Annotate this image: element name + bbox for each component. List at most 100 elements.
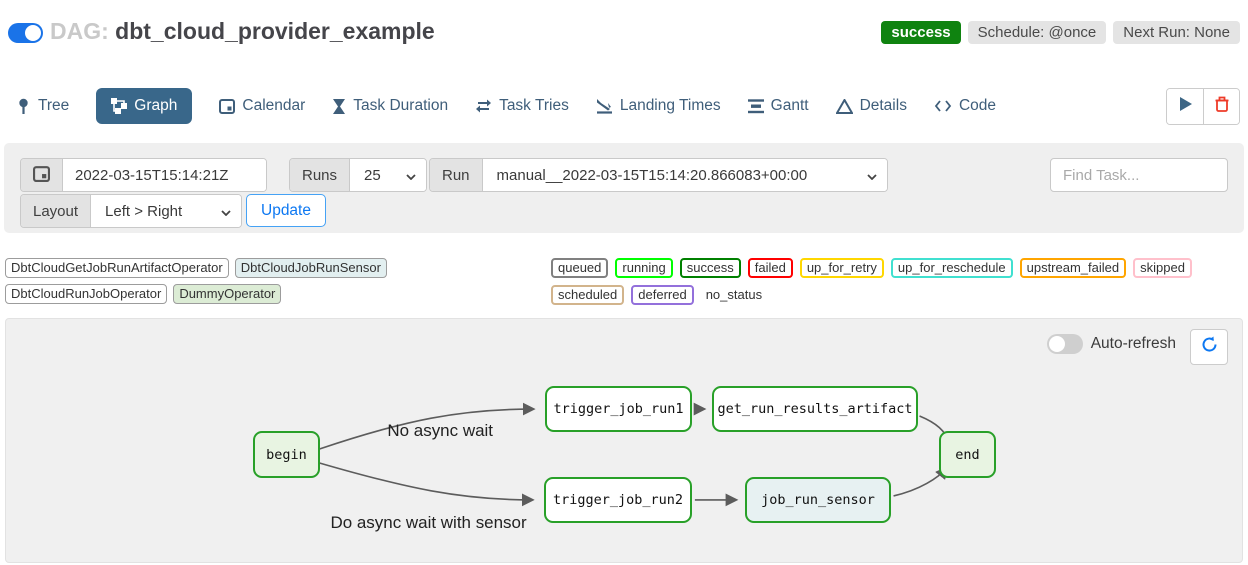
edge-label-do-async-wait: Do async wait with sensor [330,513,527,532]
layout-group: Layout Left > Right [20,194,243,228]
run-select[interactable]: manual__2022-03-15T15:14:20.866083+00:00 [482,159,887,191]
calendar-icon [219,98,236,114]
dag-action-buttons [1166,88,1240,125]
chevron-down-icon [221,203,231,220]
edge-sensor-end [893,465,949,497]
dag-graph-panel: Auto-refresh No async wait Do async wait… [5,318,1243,563]
tab-code[interactable]: Code [934,97,996,115]
edge-begin-trigger1 [319,402,536,450]
plane-landing-icon [596,98,613,114]
tab-details[interactable]: Details [835,97,907,115]
refresh-icon [1201,336,1218,358]
dag-header: DAG: dbt_cloud_provider_example success … [0,0,1248,62]
tab-gantt[interactable]: Gantt [747,97,809,115]
dag-name: dbt_cloud_provider_example [115,18,435,44]
state-badge-up-for-retry: up_for_retry [799,258,884,278]
legend: DbtCloudGetJobRunArtifactOperator DbtClo… [5,258,1243,305]
layout-select[interactable]: Left > Right [91,195,242,227]
tab-calendar[interactable]: Calendar [219,97,305,115]
state-badge-deferred: deferred [631,285,694,305]
task-node-trigger-job-run2[interactable]: trigger_job_run2 [544,477,692,523]
tab-task-duration[interactable]: Task Duration [332,97,448,115]
state-legend: queued running success failed up_for_ret… [551,258,1243,305]
delete-dag-button[interactable] [1203,89,1239,124]
trigger-dag-button[interactable] [1167,89,1203,124]
tab-label: Code [958,97,997,114]
tree-icon [16,98,31,115]
dag-edges: No async wait Do async wait with sensor [319,402,953,532]
view-tabbar: Tree Graph Calendar Task Duration Task T… [16,86,1058,126]
state-badge-skipped: skipped [1133,258,1192,278]
operator-legend: DbtCloudGetJobRunArtifactOperator DbtClo… [5,258,545,304]
state-badge-scheduled: scheduled [551,285,625,305]
gantt-icon [747,98,764,114]
layout-label: Layout [21,195,92,227]
header-badges: success Schedule: @once Next Run: None [881,21,1240,44]
base-date-input[interactable] [63,159,266,191]
auto-refresh-toggle[interactable] [1046,334,1083,354]
dag-pause-toggle[interactable] [8,23,43,43]
tab-tree[interactable]: Tree [16,97,69,115]
state-badge-upstream-failed: upstream_failed [1019,258,1127,278]
find-task-input[interactable] [1050,158,1228,192]
tab-landing-times[interactable]: Landing Times [596,97,721,115]
calendar-icon [33,165,50,186]
operator-badge: DummyOperator [173,284,282,304]
task-node-job-run-sensor[interactable]: job_run_sensor [745,477,891,523]
state-badge-running: running [615,258,673,278]
play-icon [1179,97,1192,116]
runs-group: Runs 25 [289,158,428,192]
task-node-begin[interactable]: begin [253,431,320,478]
update-button[interactable]: Update [246,194,326,227]
toggle-knob [1048,336,1065,352]
edge-label-no-async-wait: No async wait [387,421,493,440]
chevron-down-icon [406,167,416,184]
hourglass-icon [332,98,346,115]
state-badge-queued: queued [551,258,609,278]
operator-badge: DbtCloudRunJobOperator [5,284,168,304]
toggle-knob [25,25,41,41]
next-run-badge: Next Run: None [1113,21,1240,44]
filter-panel: Runs 25 Run manual__2022-03-15T15:14:20.… [4,143,1244,233]
tab-label: Landing Times [619,97,721,114]
tab-label: Gantt [770,97,809,114]
refresh-button[interactable] [1190,329,1228,365]
run-value: manual__2022-03-15T15:14:20.866083+00:00 [496,166,808,184]
tab-label: Details [859,97,907,114]
graph-icon [111,98,128,114]
schedule-badge: Schedule: @once [967,21,1107,44]
run-label: Run [430,159,483,191]
repeat-icon [475,98,492,114]
state-badge-up-for-reschedule: up_for_reschedule [890,258,1013,278]
runs-label: Runs [290,159,351,191]
task-node-trigger-job-run1[interactable]: trigger_job_run1 [545,386,692,432]
calendar-date-button[interactable] [21,159,63,191]
tab-label: Graph [134,97,178,114]
task-node-end[interactable]: end [939,431,996,478]
base-date-group [20,158,267,192]
tab-label: Task Duration [353,97,449,114]
status-badge: success [881,21,961,44]
dag-prefix-label: DAG: [50,18,109,44]
operator-badge: DbtCloudGetJobRunArtifactOperator [5,258,229,278]
details-triangle-icon [835,98,853,114]
state-badge-success: success [679,258,741,278]
tab-label: Calendar [242,97,306,114]
auto-refresh-label: Auto-refresh [1090,335,1176,352]
tab-graph[interactable]: Graph [96,88,193,124]
chevron-down-icon [866,167,877,184]
layout-value: Left > Right [105,202,183,220]
edge-begin-trigger2 [319,462,535,507]
tab-label: Tree [38,97,70,114]
page-title: DAG: dbt_cloud_provider_example [50,18,435,45]
state-label-no-status: no_status [705,287,763,302]
task-node-get-run-results-artifact[interactable]: get_run_results_artifact [712,386,918,432]
tab-task-tries[interactable]: Task Tries [475,97,569,115]
code-icon [934,99,952,113]
runs-value: 25 [364,166,381,184]
run-group: Run manual__2022-03-15T15:14:20.866083+0… [429,158,888,192]
runs-select[interactable]: 25 [350,159,427,191]
state-badge-failed: failed [747,258,793,278]
auto-refresh-control: Auto-refresh [1046,334,1176,354]
